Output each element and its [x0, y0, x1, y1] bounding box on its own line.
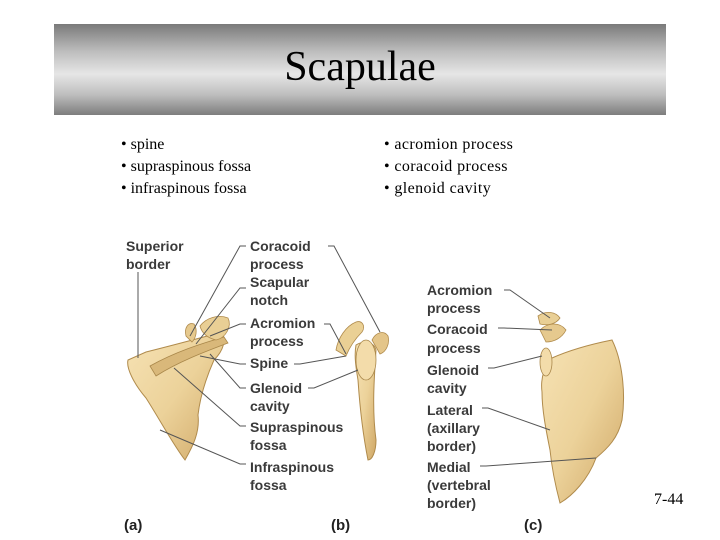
svg-text:Lateral: Lateral	[427, 402, 473, 418]
leader-line	[482, 407, 551, 431]
svg-text:Scapular: Scapular	[250, 274, 310, 290]
svg-text:Spine: Spine	[250, 355, 288, 371]
label-glenoid-cavity: Glenoid cavity	[250, 380, 302, 414]
slide-title: Scapulae	[284, 44, 436, 90]
leader-line	[504, 289, 551, 319]
scapula-lateral-view	[335, 321, 389, 461]
svg-text:Medial: Medial	[427, 459, 471, 475]
svg-text:Acromion: Acromion	[427, 282, 492, 298]
label-lateral-border: Lateral (axillary border)	[427, 402, 480, 454]
svg-text:Superior: Superior	[126, 238, 184, 254]
svg-text:border): border)	[427, 438, 476, 454]
leader-line	[324, 323, 347, 355]
posterior-scapula-body	[127, 331, 225, 461]
svg-text:process: process	[250, 333, 304, 349]
leader-line	[209, 323, 246, 337]
svg-text:(axillary: (axillary	[427, 420, 480, 436]
posterior-spine-ridge	[149, 336, 229, 377]
label-coracoid-process-anterior: Coracoid process	[427, 321, 488, 356]
leader-line	[480, 457, 597, 467]
scapula-anterior-view	[537, 312, 624, 504]
anterior-scapula-body	[541, 339, 624, 504]
bullet-item: acromion process	[384, 134, 513, 156]
label-acromion-process-anterior: Acromion process	[427, 282, 492, 316]
leader-line	[199, 355, 246, 365]
leader-line	[195, 287, 246, 345]
leader-line	[488, 355, 543, 369]
bullet-item: coracoid process	[384, 156, 513, 178]
leader-line	[308, 369, 359, 389]
svg-text:border: border	[126, 256, 171, 272]
svg-text:fossa: fossa	[250, 477, 287, 493]
svg-text:Glenoid: Glenoid	[250, 380, 302, 396]
bullet-item: infraspinous fossa	[121, 178, 251, 200]
bullet-item: spine	[121, 134, 251, 156]
page-number: 7-44	[654, 491, 684, 508]
svg-text:cavity: cavity	[427, 380, 467, 396]
leader-line	[173, 367, 246, 427]
label-medial-border: Medial (vertebral border)	[427, 459, 491, 511]
leader-line	[294, 355, 347, 365]
panel-label-b: (b)	[331, 517, 350, 534]
svg-text:(vertebral: (vertebral	[427, 477, 491, 493]
svg-text:Infraspinous: Infraspinous	[250, 459, 334, 475]
leader-line	[159, 429, 246, 465]
leader-line	[189, 245, 246, 337]
label-infraspinous-fossa: Infraspinous fossa	[250, 459, 334, 493]
title-banner: Scapulae	[54, 24, 666, 115]
panel-label-c: (c)	[524, 517, 542, 534]
label-spine: Spine	[250, 355, 288, 371]
label-coracoid-process: Coracoid process	[250, 238, 311, 272]
svg-text:notch: notch	[250, 292, 288, 308]
panel-label-a: (a)	[124, 517, 142, 534]
label-scapular-notch: Scapular notch	[250, 274, 310, 308]
leader-line	[209, 353, 246, 389]
svg-text:Coracoid: Coracoid	[250, 238, 311, 254]
svg-text:fossa: fossa	[250, 437, 287, 453]
label-supraspinous-fossa: Supraspinous fossa	[250, 419, 344, 453]
svg-text:process: process	[427, 340, 481, 356]
leader-line	[498, 327, 553, 331]
svg-text:border): border)	[427, 495, 476, 511]
bullet-list-left: spine supraspinous fossa infraspinous fo…	[121, 134, 251, 200]
lateral-view-acromion	[371, 332, 389, 355]
bullet-item: glenoid cavity	[384, 178, 513, 200]
posterior-acromion	[199, 316, 230, 341]
label-superior-border: Superior border	[126, 238, 184, 272]
bullet-item: supraspinous fossa	[121, 156, 251, 178]
scapula-posterior-view	[127, 316, 230, 461]
bullet-list-right: acromion process coracoid process glenoi…	[384, 134, 513, 200]
svg-text:Coracoid: Coracoid	[427, 321, 488, 337]
label-glenoid-cavity-anterior: Glenoid cavity	[427, 362, 479, 396]
anterior-coracoid	[539, 323, 567, 343]
label-acromion-process: Acromion process	[250, 315, 315, 349]
svg-text:Glenoid: Glenoid	[427, 362, 479, 378]
anterior-acromion	[537, 312, 561, 326]
svg-text:process: process	[427, 300, 481, 316]
svg-text:Supraspinous: Supraspinous	[250, 419, 344, 435]
svg-text:process: process	[250, 256, 304, 272]
leader-lines	[137, 245, 597, 467]
svg-text:cavity: cavity	[250, 398, 290, 414]
leader-line	[328, 245, 381, 333]
posterior-coracoid	[185, 323, 197, 343]
svg-text:Acromion: Acromion	[250, 315, 315, 331]
lateral-view-glenoid	[355, 339, 377, 381]
anterior-glenoid	[539, 347, 553, 377]
